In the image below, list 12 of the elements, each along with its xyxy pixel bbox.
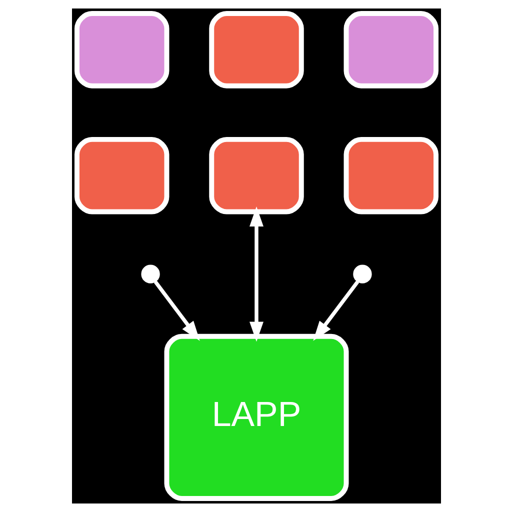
node-box [343, 136, 438, 214]
node-box [208, 11, 304, 88]
node-circle [352, 264, 372, 284]
arrow [153, 280, 200, 341]
arrow [249, 206, 263, 342]
node-box: LAPP [164, 334, 348, 501]
node-box [208, 136, 304, 214]
node-box [74, 136, 169, 214]
node-circle [140, 264, 160, 284]
node-box [343, 11, 438, 88]
arrow [312, 280, 359, 341]
node-box [74, 11, 169, 88]
